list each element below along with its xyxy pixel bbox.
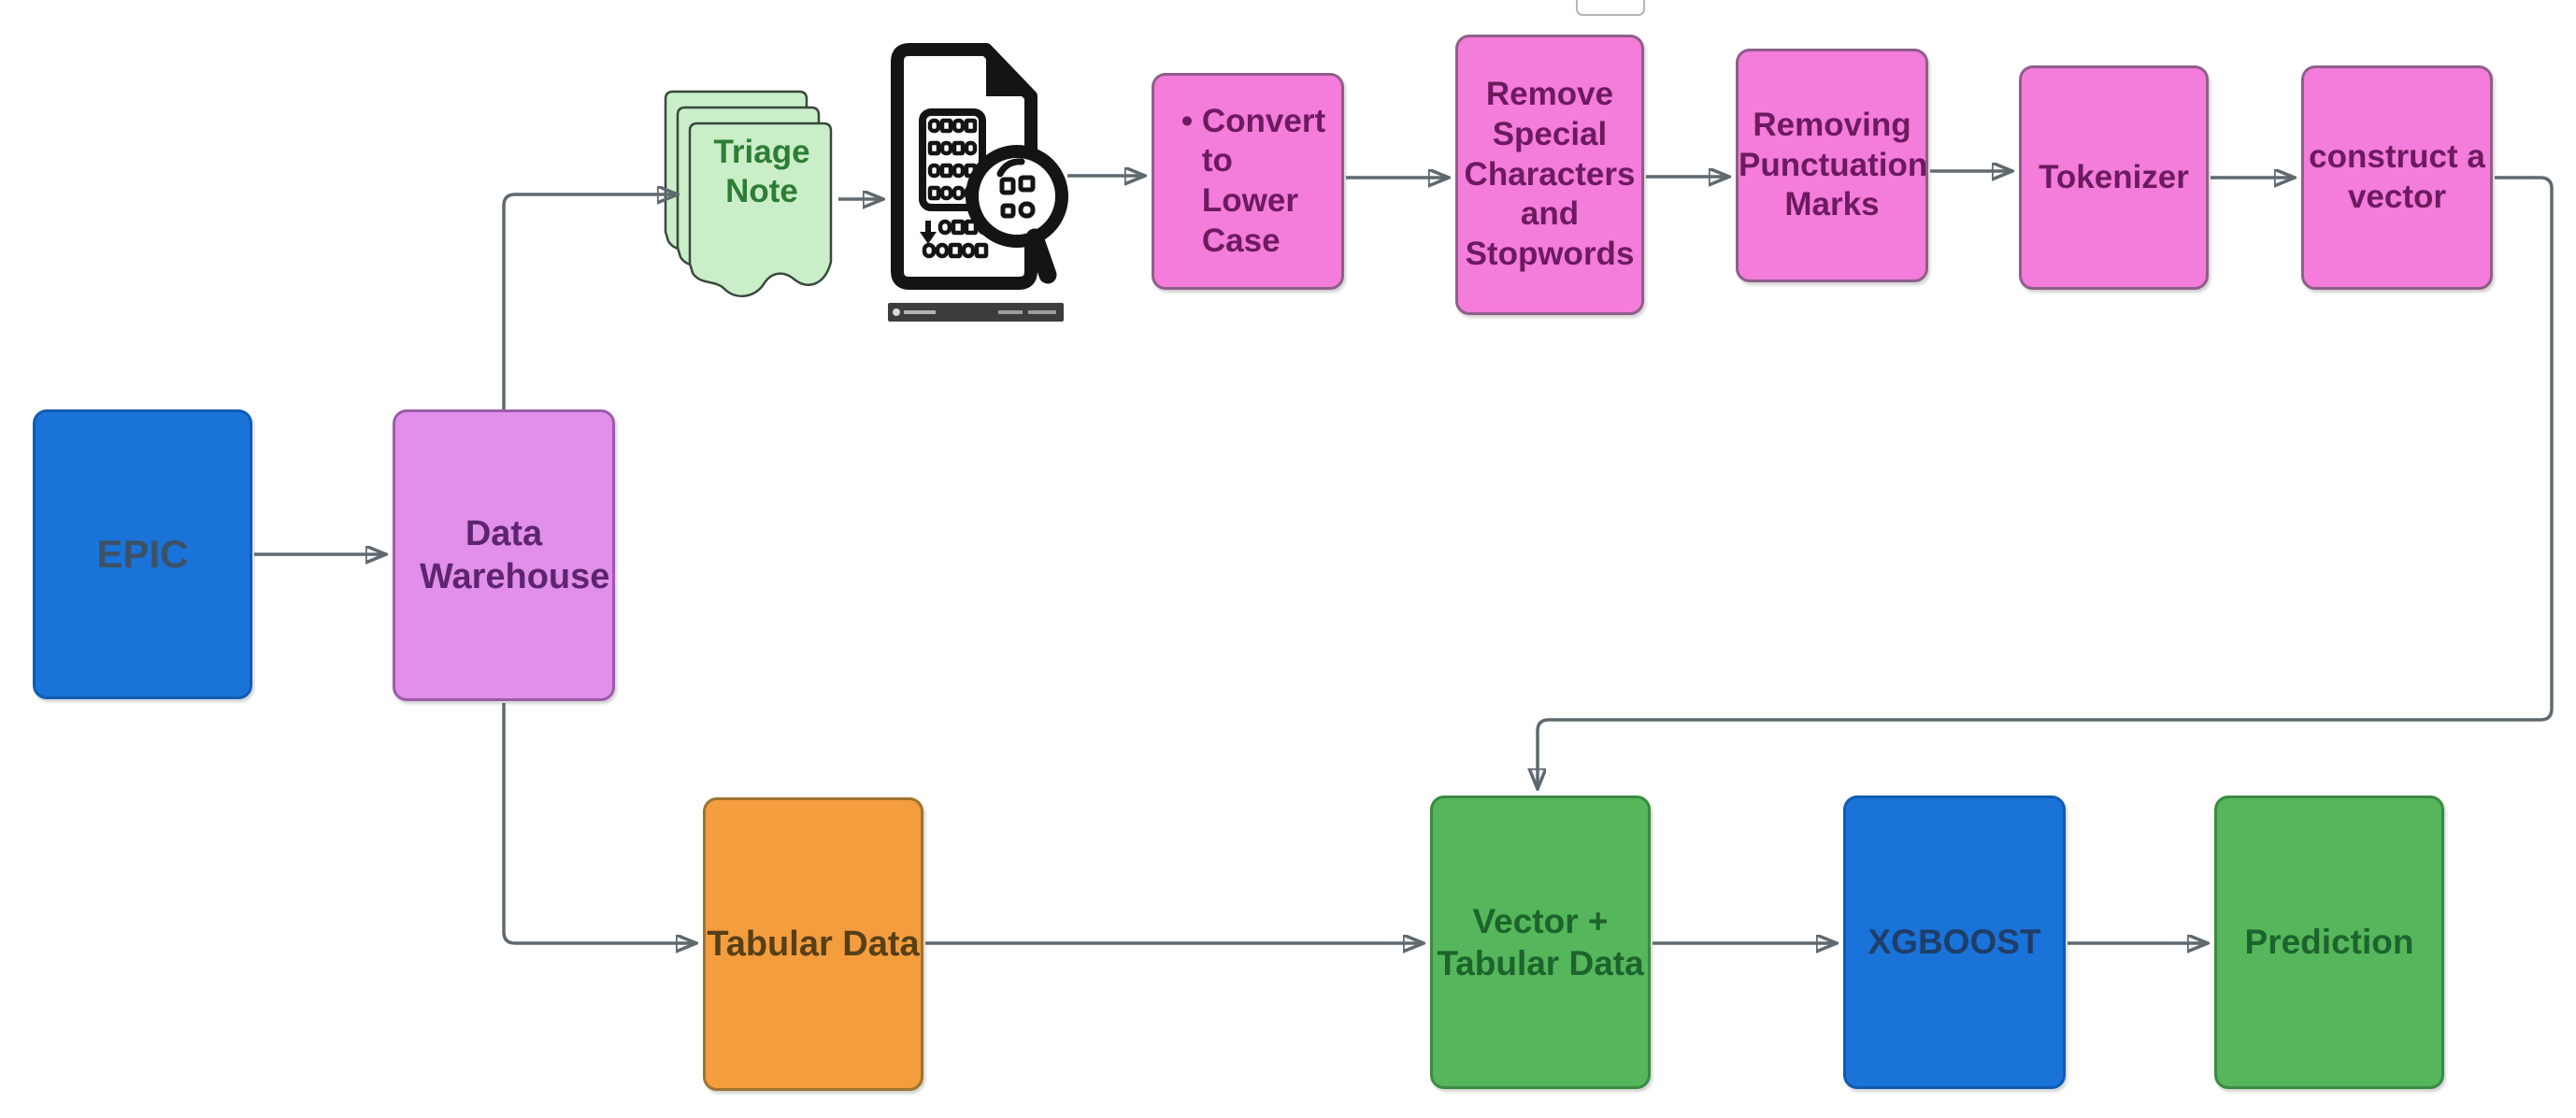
watermark-text-right-1 — [998, 310, 1023, 314]
stacked-documents-icon — [664, 90, 833, 297]
node-convert-label: • Convert to Lower Case — [1181, 102, 1326, 259]
node-data-warehouse: Data Warehouse — [393, 409, 615, 701]
node-convert-to-lower-case: • Convert to Lower Case — [1152, 73, 1344, 290]
node-xgboost: XGBOOST — [1843, 796, 2066, 1089]
triage-note-label: Triage Note — [713, 134, 810, 209]
node-tokenizer: Tokenizer — [2019, 65, 2209, 290]
connector-data-warehouse-to-triage-note — [502, 194, 677, 409]
magnifier-lens-content — [996, 158, 1036, 219]
magnifier-handle — [1025, 228, 1057, 284]
node-epic-label: EPIC — [96, 532, 189, 577]
node-prediction-label: Prediction — [2244, 923, 2414, 962]
node-data-warehouse-label: Data Warehouse — [420, 513, 610, 596]
node-removing-punctuation: Removing Punctuation Marks — [1736, 49, 1928, 282]
node-remove-special-characters: Remove Special Characters and Stopwords — [1455, 35, 1644, 315]
node-tokenizer-label: Tokenizer — [2039, 158, 2189, 195]
document-dog-ear — [986, 50, 1031, 96]
download-arrow-glyph — [920, 221, 937, 244]
connector-data-warehouse-to-tabular — [502, 703, 695, 943]
node-xgboost-label: XGBOOST — [1868, 923, 2041, 962]
node-vector-plus-tabular-data: Vector + Tabular Data — [1430, 796, 1651, 1089]
node-tabular-label: Tabular Data — [707, 924, 920, 964]
stock-watermark-bar — [888, 303, 1064, 322]
token-row-2 — [922, 242, 989, 259]
node-tabular-data: Tabular Data — [703, 797, 923, 1091]
node-construct-label: construct a vector — [2309, 138, 2485, 215]
node-construct-a-vector: construct a vector — [2301, 65, 2493, 290]
watermark-logo-dot — [893, 308, 900, 316]
node-prediction: Prediction — [2214, 796, 2444, 1089]
node-epic: EPIC — [33, 409, 252, 699]
watermark-text-right-2 — [1028, 310, 1056, 314]
node-remove-special-label: Remove Special Characters and Stopwords — [1464, 76, 1636, 273]
watermark-text-left — [904, 310, 936, 314]
note-layer-front — [688, 122, 833, 297]
node-vectab-label: Vector + Tabular Data — [1437, 901, 1644, 982]
cropped-top-shape — [1576, 0, 1645, 16]
magnifier-lens — [966, 145, 1068, 248]
document-data-grid-magnifier-icon — [891, 43, 1068, 290]
node-remove-punct-label: Removing Punctuation Marks — [1739, 106, 1928, 223]
